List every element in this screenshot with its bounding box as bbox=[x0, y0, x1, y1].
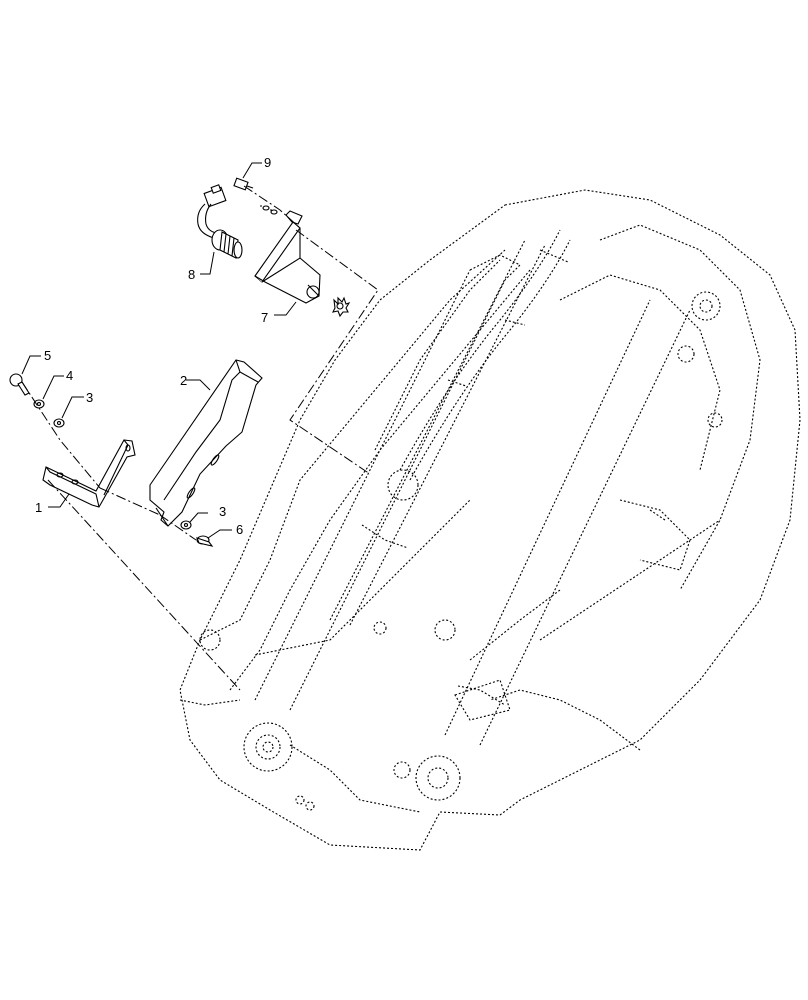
right-pivot-eye bbox=[415, 755, 461, 801]
callout-leaders bbox=[21, 162, 297, 539]
loader-arm-assembly bbox=[179, 189, 801, 851]
callout-2: 2 bbox=[180, 373, 187, 388]
assembly-chain-lines bbox=[21, 185, 379, 691]
guard-plate bbox=[149, 359, 263, 527]
right-lift-cylinder bbox=[444, 299, 691, 746]
callout-7: 7 bbox=[261, 310, 268, 325]
bolt-5 bbox=[9, 373, 30, 396]
left-pivot-eye bbox=[243, 722, 293, 772]
proximity-sensor bbox=[197, 184, 243, 259]
sensor-group bbox=[197, 177, 351, 318]
flat-washer-3-top bbox=[53, 418, 65, 428]
sensor-bracket bbox=[254, 210, 321, 304]
callout-3-lower: 3 bbox=[219, 504, 226, 519]
star-washer bbox=[332, 296, 351, 318]
callout-9: 9 bbox=[264, 155, 271, 170]
bolt-9 bbox=[233, 177, 254, 191]
left-lift-cylinder bbox=[254, 239, 546, 711]
callout-6: 6 bbox=[236, 522, 243, 537]
callout-4: 4 bbox=[66, 368, 73, 383]
bracket-group bbox=[9, 359, 263, 547]
lock-washer-4 bbox=[33, 399, 45, 409]
callout-1: 1 bbox=[35, 500, 42, 515]
callout-5: 5 bbox=[44, 348, 51, 363]
bolt-6 bbox=[196, 535, 214, 547]
upper-pivot-eye bbox=[691, 291, 721, 321]
callout-3-top: 3 bbox=[86, 390, 93, 405]
callout-labels: 1 2 3 3 4 5 6 7 8 9 bbox=[35, 155, 271, 537]
flat-washer-3-lower bbox=[180, 520, 192, 530]
callout-8: 8 bbox=[188, 267, 195, 282]
mounting-bracket bbox=[42, 439, 136, 508]
